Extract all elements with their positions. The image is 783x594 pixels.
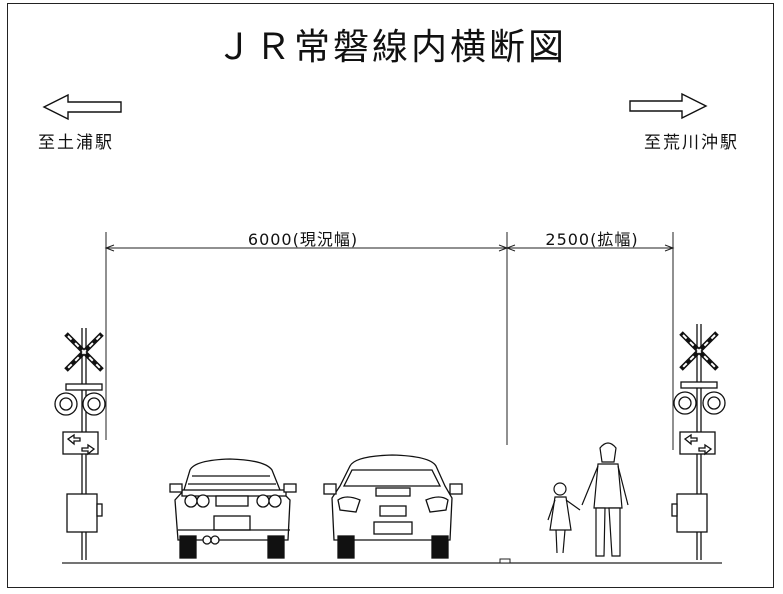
crossing-signal-left bbox=[54, 328, 106, 560]
car-front-view bbox=[323, 454, 463, 559]
arrow-right-icon bbox=[629, 92, 708, 120]
drawing-frame bbox=[7, 3, 774, 588]
diagram-title: ＪＲ常磐線内横断図 bbox=[215, 27, 567, 68]
pedestrian-adult-icon bbox=[581, 442, 629, 557]
destination-left-label: 至土浦駅 bbox=[38, 133, 114, 153]
dimension-lines bbox=[104, 232, 675, 450]
crossing-signal-right bbox=[671, 324, 726, 560]
curb-mark bbox=[499, 558, 511, 564]
arrow-left-icon bbox=[42, 93, 122, 121]
pedestrian-child-icon bbox=[547, 482, 581, 554]
current-width-label: 6000(現況幅) bbox=[247, 230, 359, 249]
car-rear-view bbox=[169, 458, 297, 559]
widening-width-label: 2500(拡幅) bbox=[545, 230, 639, 249]
destination-right-label: 至荒川沖駅 bbox=[644, 133, 739, 153]
